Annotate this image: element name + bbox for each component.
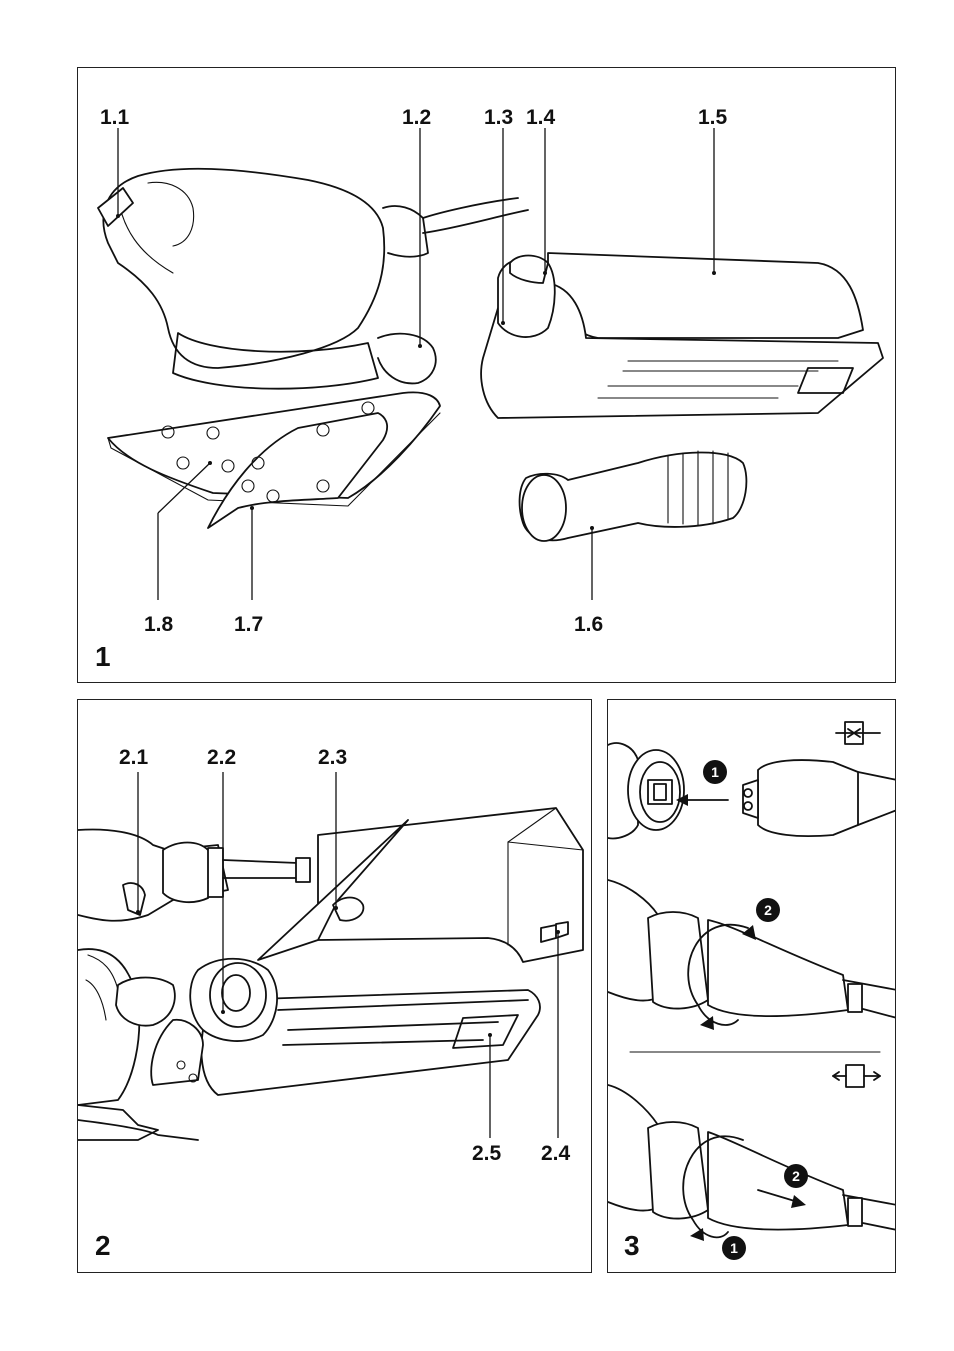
callout-1-6: 1.6 (574, 613, 604, 636)
step-1-disconnect: 1 (730, 1240, 738, 1256)
callout-2-3: 2.3 (318, 746, 348, 769)
dust-box-attach-illustration (78, 772, 584, 1141)
figure-number-2: 2 (95, 1230, 111, 1261)
figure-number-1: 1 (95, 641, 111, 672)
figure-number-3: 3 (624, 1230, 640, 1261)
step-2-connect: 2 (764, 902, 772, 918)
figure-1-panel: 1.1 1.2 1.3 1.4 1.5 1.8 1.7 1.6 1 (77, 67, 896, 683)
callout-2-5: 2.5 (472, 1142, 502, 1165)
figure-3-panel: 1 2 2 1 (607, 699, 896, 1273)
callout-1-4: 1.4 (526, 106, 556, 129)
callout-1-5: 1.5 (698, 106, 728, 129)
connect-icon (835, 721, 881, 745)
callout-2-4: 2.4 (541, 1142, 571, 1165)
step-1-connect: 1 (711, 764, 719, 780)
cable-connection-illustration: 1 2 2 1 (608, 721, 895, 1260)
callout-1-8: 1.8 (144, 613, 174, 636)
figure-2-panel: 2.1 2.2 2.3 2.5 2.4 2 (77, 699, 592, 1273)
step-2-disconnect: 2 (792, 1168, 800, 1184)
callout-1-3: 1.3 (484, 106, 514, 129)
callout-2-2: 2.2 (207, 746, 237, 769)
disconnect-icon (832, 1064, 881, 1088)
callout-1-7: 1.7 (234, 613, 264, 636)
sander-exploded-illustration (97, 128, 884, 600)
callout-1-2: 1.2 (402, 106, 432, 129)
callout-1-1: 1.1 (100, 106, 130, 129)
callout-2-1: 2.1 (119, 746, 149, 769)
